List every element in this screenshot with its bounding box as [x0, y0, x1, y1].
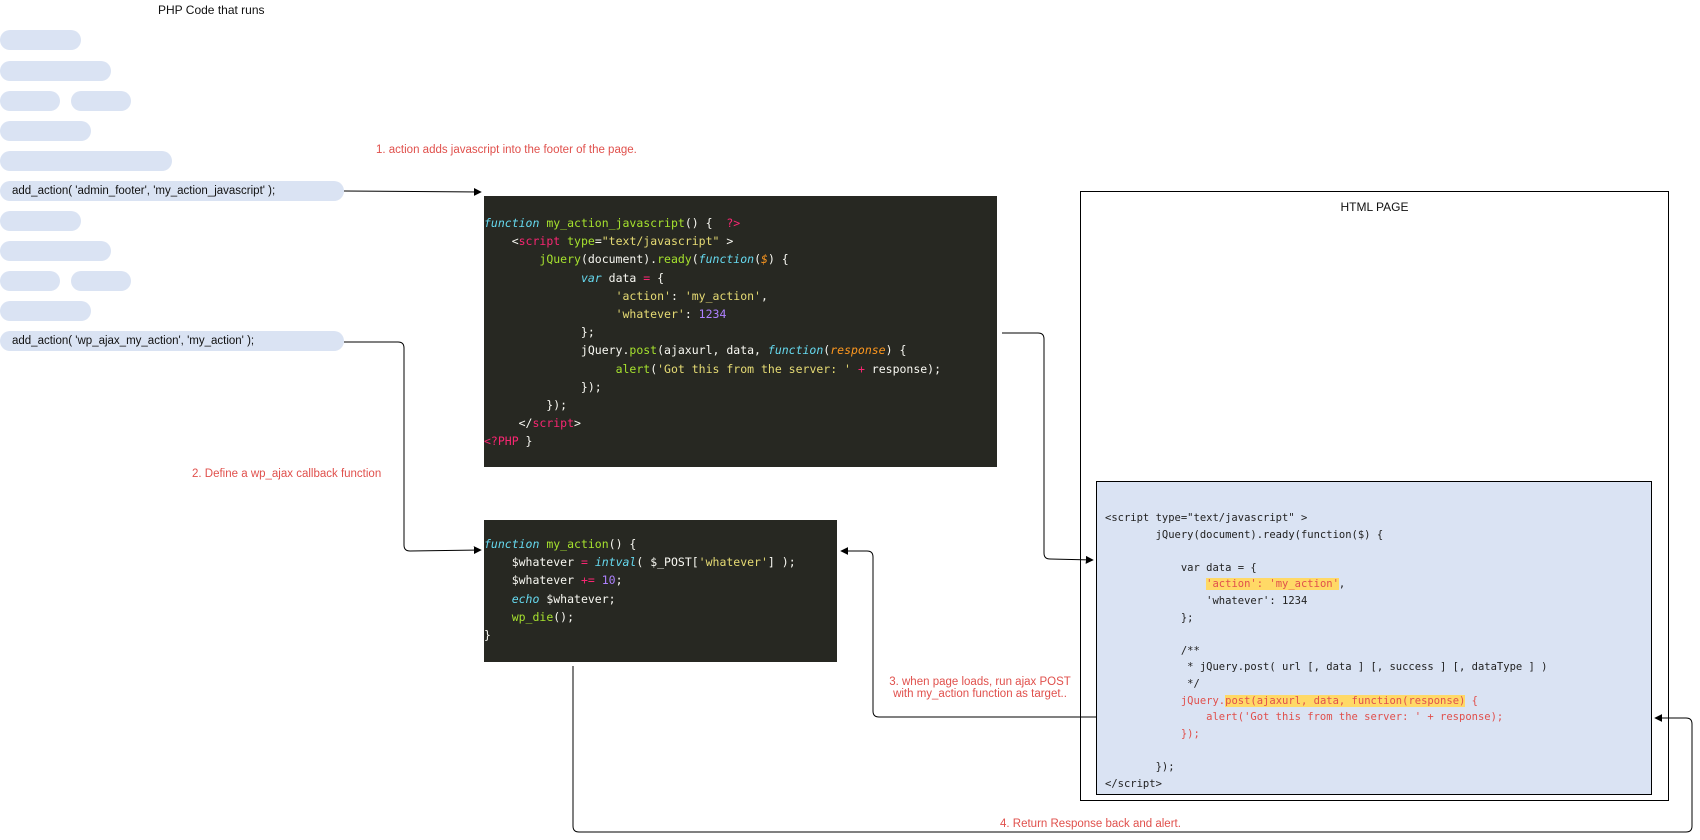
php-line-wp-ajax: add_action( 'wp_ajax_my_action', 'my_act…: [0, 331, 344, 351]
html-page-title: HTML PAGE: [1340, 200, 1409, 214]
arrow-inject-script: [1002, 332, 1094, 564]
code-placeholder-line: [0, 241, 111, 261]
code-placeholder-line: [71, 271, 131, 291]
code-placeholder-line: [0, 30, 81, 50]
code-block-rendered-script: <script type="text/javascript" > jQuery(…: [1096, 481, 1652, 795]
code-placeholder-line: [0, 121, 91, 141]
code-block-my-action: function my_action() { $whatever = intva…: [484, 520, 837, 662]
step-4-note: 4. Return Response back and alert.: [1000, 818, 1181, 830]
step-3-note-line: with my_action function as target..: [893, 688, 1067, 700]
arrow-step-2: [344, 341, 482, 555]
php-line-admin-footer: add_action( 'admin_footer', 'my_action_j…: [0, 181, 344, 201]
arrow-step-3: [840, 547, 1096, 718]
code-block-my-action-javascript: function my_action_javascript() { ?> <sc…: [484, 196, 997, 467]
step-1-note: 1. action adds javascript into the foote…: [376, 144, 637, 156]
arrow-step-4: [572, 666, 1693, 833]
step-2-note: 2. Define a wp_ajax callback function: [192, 468, 382, 480]
step-3-note-line: 3. when page loads, run ajax POST: [889, 676, 1071, 688]
code-placeholder-line: [0, 211, 81, 231]
code-placeholder-line: [0, 301, 91, 321]
code-placeholder-line: [71, 91, 131, 111]
code-placeholder-line: [0, 151, 172, 171]
diagram-title: PHP Code that runs: [158, 3, 265, 17]
php-line-text: add_action( 'wp_ajax_my_action', 'my_act…: [12, 335, 255, 347]
php-line-text: add_action( 'admin_footer', 'my_action_j…: [12, 185, 276, 197]
arrow-step-1: [343, 187, 482, 196]
step-3-note: 3. when page loads, run ajax POST with m…: [880, 676, 1080, 700]
code-placeholder-line: [0, 61, 111, 81]
code-placeholder-line: [0, 91, 60, 111]
code-placeholder-line: [0, 271, 60, 291]
